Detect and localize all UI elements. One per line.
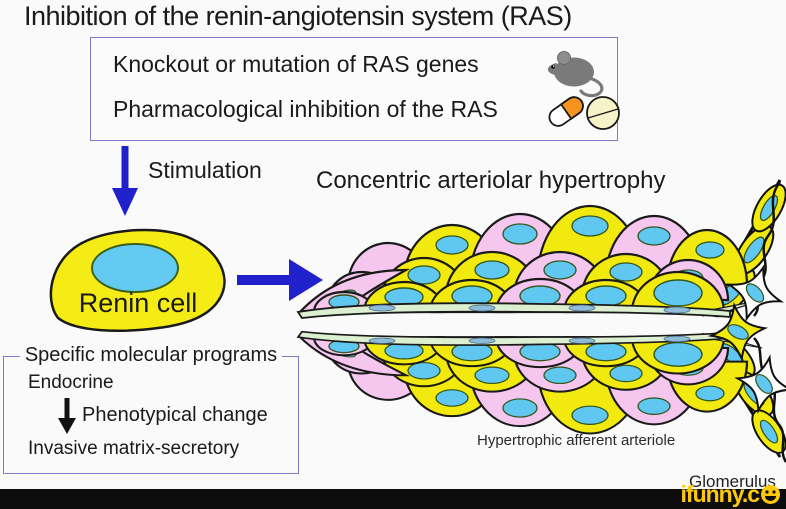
watermark-brand-text: ifunny.c [680, 481, 760, 507]
cause-pharma-label: Pharmacological inhibition of the RAS [113, 96, 498, 122]
smiley-icon [761, 485, 780, 504]
causes-box: Knockout or mutation of RAS genes Pharma… [90, 37, 620, 141]
arteriole-caption: Hypertrophic afferent arteriole [477, 432, 676, 449]
phenotypical-change-label: Phenotypical change [82, 404, 268, 426]
capsule-icon [548, 96, 584, 127]
tablet-icon [586, 96, 620, 130]
programs-box: Specific molecular programs Endocrine Ph… [3, 344, 299, 474]
programs-box-title: Specific molecular programs [19, 344, 283, 367]
arteriole-illustration [296, 177, 786, 463]
page-title: Inhibition of the renin-angiotensin syst… [24, 1, 572, 31]
watermark-bar [0, 489, 786, 509]
stimulation-label: Stimulation [148, 157, 262, 183]
mouse-icon [547, 51, 604, 98]
transform-arrow-icon [237, 259, 323, 301]
invasive-label: Invasive matrix-secretory [28, 438, 240, 459]
arteriole-heading: Concentric arteriolar hypertrophy [316, 167, 666, 194]
endocrine-label: Endocrine [28, 372, 114, 393]
watermark-brand: ifunny.c [681, 481, 781, 508]
renin-cell-label: Renin cell [78, 288, 198, 318]
renin-cell-illustration [49, 228, 226, 332]
cause-knockout-label: Knockout or mutation of RAS genes [113, 51, 479, 77]
star-cells [707, 263, 786, 414]
phenotype-arrow-icon [58, 398, 76, 434]
stimulation-arrow-icon [112, 146, 138, 216]
glomerulus-label: Glomerulus [689, 472, 776, 491]
